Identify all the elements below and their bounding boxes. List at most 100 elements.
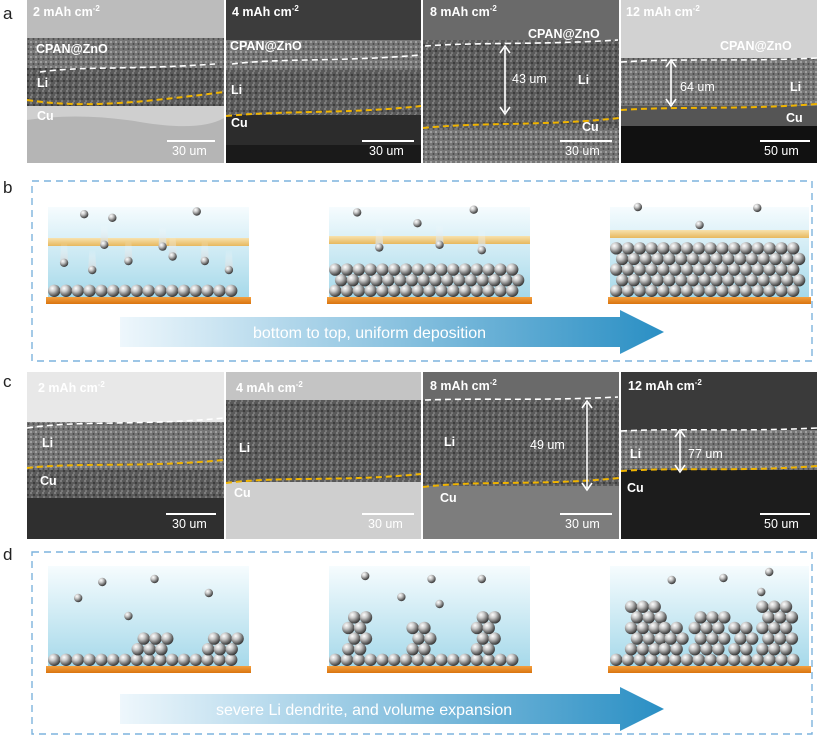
li-ball <box>757 273 770 287</box>
sem-c4-li: Li <box>630 447 641 461</box>
li-ball <box>680 653 694 666</box>
sem-a2-cu: Cu <box>231 116 248 130</box>
li-ball <box>773 632 787 645</box>
sem-c1-scale: 30 um <box>172 517 207 531</box>
li-ball <box>88 265 97 275</box>
li-ball <box>642 632 655 645</box>
li-ball <box>201 284 214 297</box>
li-ball <box>511 273 525 287</box>
schematic-d-1 <box>46 566 251 673</box>
electrolyte <box>48 207 249 297</box>
li-ball <box>657 653 670 666</box>
li-ball <box>166 284 179 297</box>
li-ball <box>201 642 215 656</box>
li-ball <box>506 653 519 666</box>
li-ball <box>669 284 682 297</box>
li-ball <box>645 653 658 666</box>
li-ball <box>458 284 472 297</box>
li-ball <box>376 263 389 276</box>
sem-a3-capacity: 8 mAh cm-2 <box>430 4 497 19</box>
li-ball <box>482 263 495 276</box>
li-ball <box>779 600 793 613</box>
li-ball <box>476 611 490 624</box>
li-ball <box>698 273 711 287</box>
li-ball <box>376 653 389 666</box>
li-ball <box>787 263 800 276</box>
li-ball <box>654 611 667 624</box>
li-ball <box>405 273 419 287</box>
li-ball <box>488 273 501 287</box>
li-ball <box>785 632 799 645</box>
li-ball <box>633 263 646 276</box>
panel-b: bottom to top, uniform deposition <box>31 180 813 362</box>
li-ball <box>352 653 365 666</box>
li-ball <box>359 611 373 624</box>
sem-a1-li: Li <box>37 76 48 90</box>
li-ball <box>359 632 373 645</box>
li-ball <box>621 242 635 255</box>
li-ball <box>763 284 776 297</box>
sem-c2-li: Li <box>239 441 250 455</box>
li-ball <box>500 273 513 287</box>
schematic-b-2 <box>327 205 532 304</box>
li-ball <box>657 284 670 297</box>
li-ball <box>633 202 643 212</box>
li-ball <box>633 653 646 666</box>
li-ball <box>166 653 179 666</box>
li-ball <box>667 575 676 585</box>
li-ball <box>757 252 770 266</box>
li-ball <box>342 642 355 656</box>
li-ball <box>329 653 342 666</box>
li-ball <box>706 611 719 624</box>
li-ball <box>108 213 117 222</box>
cpan-zno-layer <box>48 238 249 246</box>
li-ball <box>624 642 638 656</box>
li-ball <box>648 600 661 613</box>
sem-a4-coating: CPAN@ZnO <box>720 39 792 53</box>
li-ball <box>224 265 234 275</box>
li-ball <box>412 632 425 645</box>
li-ball <box>399 263 413 276</box>
li-ball <box>722 273 735 287</box>
li-ball <box>382 273 395 287</box>
li-ball <box>107 284 120 297</box>
sem-c-12mah: 12 mAh cm-2 77 um Li Cu 50 um <box>620 372 817 539</box>
li-ball <box>149 632 162 645</box>
li-ball <box>706 632 719 645</box>
li-ball <box>751 242 764 255</box>
sem-a3-li: Li <box>578 73 589 87</box>
li-ball <box>470 284 483 297</box>
li-ball <box>347 611 361 624</box>
li-ball <box>718 611 731 624</box>
li-ball <box>352 263 365 276</box>
li-ball <box>124 256 133 266</box>
arrow-b <box>120 310 664 354</box>
li-ball <box>388 284 401 297</box>
li-ball <box>657 263 670 276</box>
li-ball <box>787 284 800 297</box>
sem-c4-capacity: 12 mAh cm-2 <box>628 378 702 393</box>
li-ball <box>204 588 213 598</box>
li-ball <box>734 632 747 645</box>
li-ball <box>745 632 759 645</box>
li-ball <box>779 621 793 635</box>
sem-a3-scale: 30 um <box>565 144 600 158</box>
sem-a3-coating: CPAN@ZnO <box>528 27 600 41</box>
li-ball <box>225 653 238 666</box>
li-ball <box>397 592 406 602</box>
li-ball <box>686 252 700 266</box>
li-ball <box>364 284 377 297</box>
li-ball <box>447 284 460 297</box>
sem-c3-cu: Cu <box>440 491 457 505</box>
li-ball <box>768 642 781 656</box>
li-ball <box>155 642 168 656</box>
li-ball <box>470 653 483 666</box>
sem-a-8mah: 8 mAh cm-2 CPAN@ZnO 43 um Li Cu 30 um <box>422 0 620 163</box>
li-ball <box>130 653 143 666</box>
li-ball <box>757 587 766 597</box>
li-ball <box>787 653 800 666</box>
li-ball <box>663 252 676 266</box>
li-ball <box>48 284 61 297</box>
li-ball <box>476 273 489 287</box>
li-ball <box>751 284 764 297</box>
